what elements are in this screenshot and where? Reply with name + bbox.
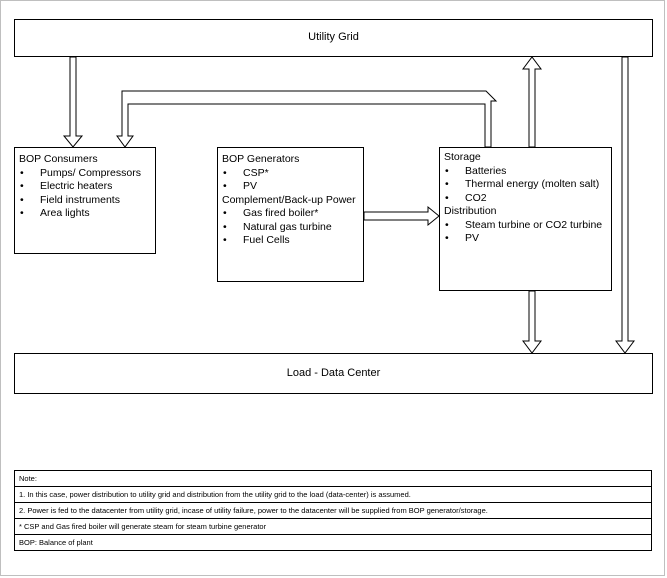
list-item: •PV [223, 180, 258, 192]
bop-generators-content: BOP Generators •CSP* •PV Complement/Back… [222, 153, 362, 248]
bullet: • [445, 232, 449, 244]
storage-title: Storage [444, 151, 481, 163]
bullet: • [445, 191, 449, 204]
list-item: •Area lights [20, 207, 90, 219]
bop-generators-box: BOP Generators •CSP* •PV Complement/Back… [217, 147, 364, 282]
bop-generators-list: •CSP* •PV [222, 167, 362, 194]
list-item: •CO2 [445, 191, 487, 204]
arrow-storage-to-consumers [116, 90, 498, 148]
bullet: • [20, 166, 24, 179]
bop-generators-title: BOP Generators [222, 153, 300, 165]
note-cell: 2. Power is fed to the datacenter from u… [14, 502, 652, 519]
table-row: Note: [14, 470, 652, 487]
bullet: • [223, 220, 227, 233]
list-item: •Electric heaters [20, 180, 113, 192]
bullet: • [20, 193, 24, 206]
bullet: • [223, 180, 227, 192]
bop-consumers-content: BOP Consumers •Pumps/ Compressors •Elect… [19, 153, 153, 221]
list-item: •Pumps/ Compressors [20, 166, 141, 179]
arrow-grid-to-load [615, 56, 635, 354]
bop-generators-backup-list: •Gas fired boiler* •Natural gas turbine … [222, 207, 362, 248]
utility-grid-label: Utility Grid [308, 31, 359, 43]
notes-table: Note: 1. In this case, power distributio… [14, 470, 652, 551]
list-item: •Field instruments [20, 193, 120, 206]
storage-list: •Batteries •Thermal energy (molten salt)… [444, 165, 610, 206]
arrow-storage-to-load [522, 290, 542, 354]
bullet: • [20, 180, 24, 192]
arrow-storage-to-grid [522, 56, 542, 148]
bop-generators-subtitle: Complement/Back-up Power [222, 193, 356, 206]
bullet: • [445, 164, 449, 177]
bop-consumers-box: BOP Consumers •Pumps/ Compressors •Elect… [14, 147, 156, 254]
utility-grid-box: Utility Grid [14, 19, 653, 57]
list-item: •Gas fired boiler* [223, 207, 319, 219]
bop-consumers-title: BOP Consumers [19, 153, 98, 165]
list-item: •Batteries [445, 164, 507, 177]
bullet: • [445, 218, 449, 231]
list-item: •Thermal energy (molten salt) [445, 178, 600, 190]
distribution-list: •Steam turbine or CO2 turbine •PV [444, 219, 610, 246]
bullet: • [20, 207, 24, 219]
arrow-generators-to-storage [363, 205, 440, 227]
note-cell: BOP: Balance of plant [14, 534, 652, 551]
table-row: 1. In this case, power distribution to u… [14, 486, 652, 503]
list-item: •Steam turbine or CO2 turbine [445, 218, 603, 231]
list-item: •CSP* [223, 166, 269, 179]
storage-content: Storage •Batteries •Thermal energy (molt… [444, 151, 610, 246]
note-cell: * CSP and Gas fired boiler will generate… [14, 518, 652, 535]
bullet: • [445, 178, 449, 190]
bullet: • [223, 166, 227, 179]
table-row: 2. Power is fed to the datacenter from u… [14, 502, 652, 519]
distribution-title: Distribution [444, 205, 497, 217]
list-item: •Fuel Cells [223, 234, 290, 246]
note-cell: 1. In this case, power distribution to u… [14, 486, 652, 503]
bullet: • [223, 207, 227, 219]
load-label: Load - Data Center [286, 367, 381, 379]
list-item: •Natural gas turbine [223, 220, 332, 233]
table-row: * CSP and Gas fired boiler will generate… [14, 518, 652, 535]
load-box: Load - Data Center [14, 353, 653, 394]
table-row: BOP: Balance of plant [14, 534, 652, 551]
bullet: • [223, 234, 227, 246]
note-cell: Note: [14, 470, 652, 487]
storage-box: Storage •Batteries •Thermal energy (molt… [439, 147, 612, 291]
list-item: •PV [445, 232, 480, 244]
arrow-grid-to-consumers [62, 56, 84, 148]
bop-consumers-list: •Pumps/ Compressors •Electric heaters •F… [19, 167, 153, 221]
